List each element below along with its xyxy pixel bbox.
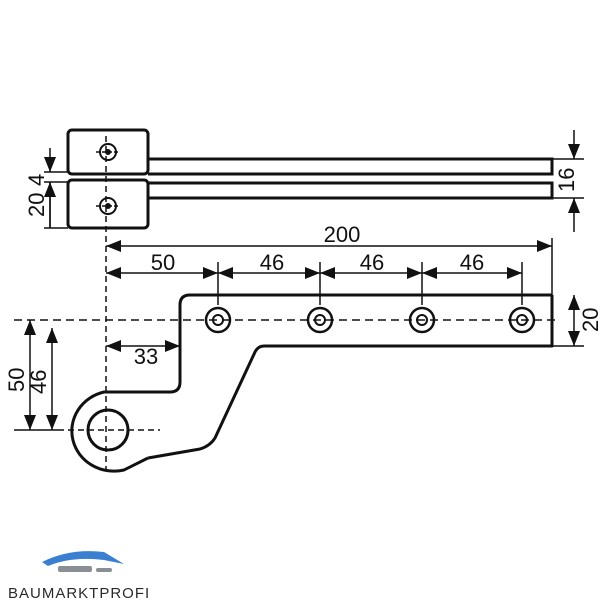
horizontal-dimensions: 200 50 46 46 46 <box>106 222 553 305</box>
top-screw-lower <box>96 197 120 215</box>
hole-2 <box>306 306 334 334</box>
pivot-boss <box>70 390 149 473</box>
hole-1 <box>204 306 232 334</box>
arm-body <box>140 293 554 460</box>
dim-height-46: 46 <box>26 370 51 394</box>
dim-top-left-4: 4 <box>24 174 49 186</box>
dim-spacing-2: 46 <box>360 250 384 275</box>
logo-roof-icon <box>42 551 124 566</box>
top-arm-lower <box>148 181 554 200</box>
dim-arm-height: 20 <box>578 308 600 332</box>
dim-arm-offset: 33 <box>134 344 158 369</box>
logo-bar-icon <box>58 566 92 572</box>
logo-text: BAUMARKTPROFI <box>8 585 150 600</box>
dim-height-50: 50 <box>4 368 29 392</box>
hole-4 <box>508 306 536 334</box>
dim-first-hole: 50 <box>151 250 175 275</box>
dim-spacing-1: 46 <box>260 250 284 275</box>
top-block-upper <box>66 128 150 176</box>
side-view: 33 20 50 46 <box>4 293 600 473</box>
top-view: 20 4 16 <box>24 128 584 232</box>
baumarktprofi-logo: BAUMARKTPROFI <box>8 551 150 600</box>
dim-top-right-16: 16 <box>554 168 579 192</box>
dim-overall-length: 200 <box>324 222 361 247</box>
dim-top-left-20: 20 <box>24 193 49 217</box>
hole-3 <box>408 306 436 334</box>
top-arm-upper <box>148 157 554 176</box>
dim-spacing-3: 46 <box>460 250 484 275</box>
top-screw-upper <box>96 143 120 161</box>
top-block-lower <box>66 178 150 230</box>
